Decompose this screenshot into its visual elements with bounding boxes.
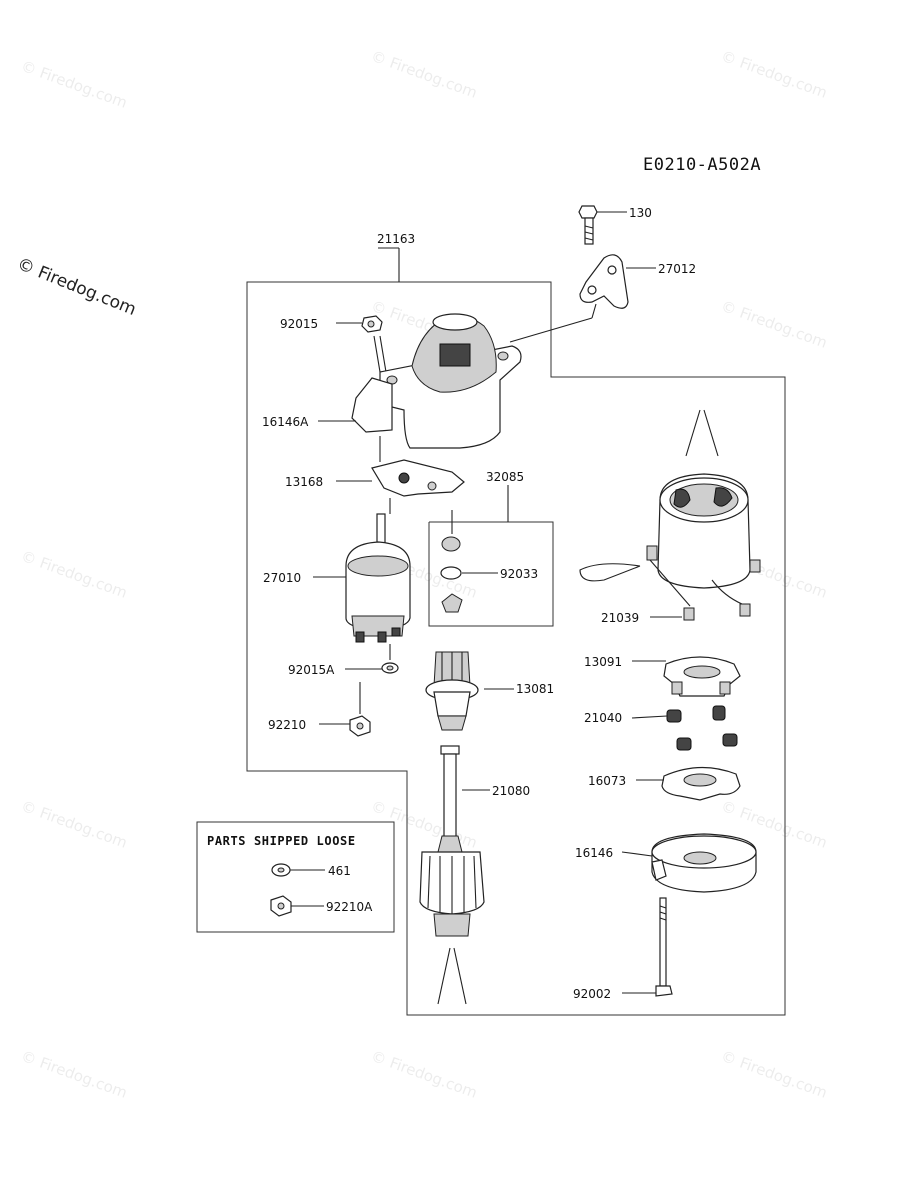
watermark: © Firedog.com	[19, 797, 130, 852]
springs-21040	[631, 705, 738, 751]
bracket-27012	[509, 254, 656, 343]
nut-92015	[336, 315, 387, 373]
label-13081: 13081	[516, 682, 554, 696]
label-92002: 92002	[573, 987, 611, 1001]
brush-holder-13091	[632, 656, 741, 697]
watermark: © Firedog.com	[719, 47, 830, 102]
part-labels: 21163 130 27012 92015 16146A 13168 32085…	[262, 206, 696, 1001]
label-16146A: 16146A	[262, 415, 309, 429]
label-92033: 92033	[500, 567, 538, 581]
label-21080: 21080	[492, 784, 530, 798]
label-21039: 21039	[601, 611, 639, 625]
plate-16073	[636, 766, 741, 801]
rear-cover-16146	[621, 833, 757, 893]
label-16146: 16146	[575, 846, 613, 860]
label-461: 461	[328, 864, 351, 878]
watermark: © Firedog.com	[19, 547, 130, 602]
front-housing-16146A	[318, 313, 522, 449]
label-92015: 92015	[280, 317, 318, 331]
label-92015A: 92015A	[288, 663, 335, 677]
nut-92210	[319, 682, 371, 737]
label-21163: 21163	[377, 232, 415, 246]
bolt-130	[578, 205, 627, 245]
label-13091: 13091	[584, 655, 622, 669]
washer-92015A	[345, 644, 399, 674]
watermark: © Firedog.com	[369, 47, 480, 102]
armature-21080	[419, 745, 490, 1005]
solenoid-27010	[313, 513, 411, 643]
label-92210A: 92210A	[326, 900, 373, 914]
yoke-21039	[579, 409, 761, 621]
watermark: © Firedog.com	[19, 1047, 130, 1102]
watermark: © Firedog.com	[719, 1047, 830, 1102]
label-92210: 92210	[268, 718, 306, 732]
parts-shipped-loose-box: PARTS SHIPPED LOOSE	[196, 821, 395, 933]
loose-parts-title: PARTS SHIPPED LOOSE	[207, 834, 356, 848]
label-13168: 13168	[285, 475, 323, 489]
watermark: © Firedog.com	[719, 297, 830, 352]
kit-box-32085	[428, 485, 554, 627]
label-130: 130	[629, 206, 652, 220]
label-32085: 32085	[486, 470, 524, 484]
watermark: © Firedog.com	[369, 797, 480, 852]
watermark: © Firedog.com	[19, 57, 130, 112]
firedog-watermark: © Firedog.com	[14, 254, 139, 320]
diagram-code: E0210-A502A	[643, 155, 761, 175]
label-27012: 27012	[658, 262, 696, 276]
label-21040: 21040	[584, 711, 622, 725]
label-16073: 16073	[588, 774, 626, 788]
lever-13168	[336, 436, 465, 514]
through-bolt-92002	[622, 897, 673, 997]
label-27010: 27010	[263, 571, 301, 585]
pinion-13081	[425, 651, 514, 731]
watermark: © Firedog.com	[369, 1047, 480, 1102]
